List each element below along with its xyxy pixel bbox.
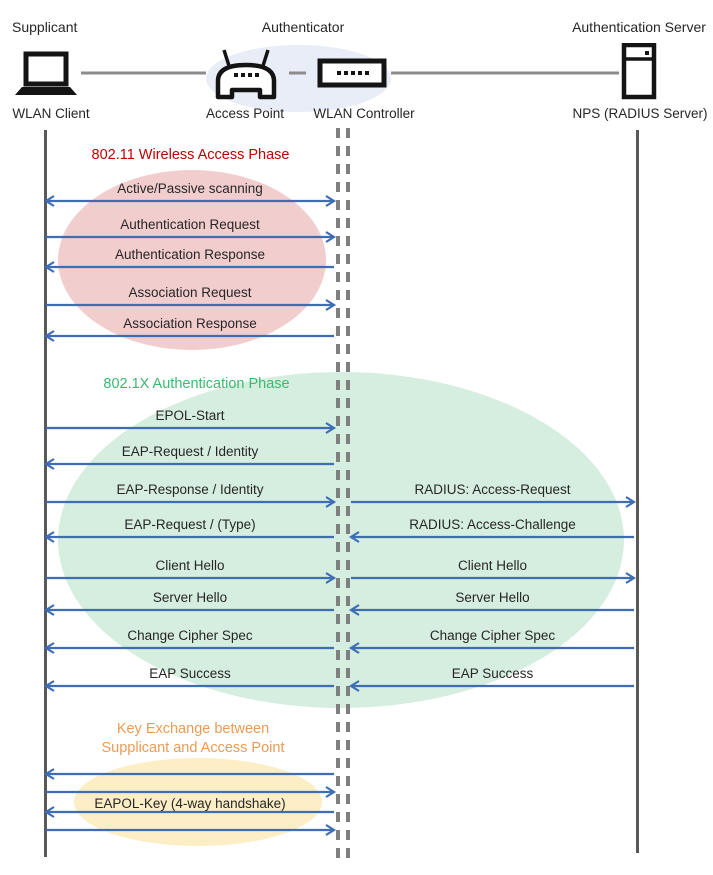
message-label: Association Request <box>128 285 252 300</box>
message-label: EAP-Request / (Type) <box>124 517 256 532</box>
device-label-wlan-client: WLAN Client <box>12 106 90 121</box>
message-label: Change Cipher Spec <box>429 628 556 643</box>
role-authenticator: Authenticator <box>261 19 345 35</box>
message-label: Server Hello <box>152 590 228 605</box>
device-label-nps-radius-server: NPS (RADIUS Server) <box>572 106 708 121</box>
device-label-wlan-controller: WLAN Controller <box>313 106 415 121</box>
message-label: EAP Success <box>149 666 231 681</box>
device-label-access-point: Access Point <box>205 106 285 121</box>
message-label: Association Response <box>123 316 257 331</box>
server-icon <box>621 43 657 100</box>
role-supplicant: Supplicant <box>12 19 78 35</box>
message-label: Authentication Request <box>120 217 260 232</box>
lifeline-radius-server <box>636 130 639 853</box>
wlan-controller-icon <box>317 58 387 88</box>
message-label: RADIUS: Access-Challenge <box>409 517 576 532</box>
message-label: Active/Passive scanning <box>117 181 263 196</box>
phase3-title: Key Exchange between Supplicant and Acce… <box>88 720 298 758</box>
message-label: EAPOL-Key (4-way handshake) <box>94 796 286 811</box>
lifeline-authenticator-dashed-right <box>346 128 350 862</box>
phase2-title: 802.1X Authentication Phase <box>103 376 290 392</box>
message-label: RADIUS: Access-Request <box>414 482 571 497</box>
phase1-title: 802.11 Wireless Access Phase <box>91 147 290 163</box>
message-label: EAP-Request / Identity <box>121 444 259 459</box>
phase3-ellipse <box>74 758 322 846</box>
message-label: Server Hello <box>455 590 530 605</box>
laptop-icon <box>15 51 77 95</box>
phase3-title-line2: Supplicant and Access Point <box>101 740 285 756</box>
lifeline-wlan-client <box>44 130 47 857</box>
message-label: Client Hello <box>457 558 528 573</box>
message-label: EAP Success <box>451 666 534 681</box>
message-label: EPOL-Start <box>155 408 225 423</box>
message-label: EAP-Response / Identity <box>116 482 264 497</box>
access-point-icon <box>215 49 277 100</box>
role-authentication-server: Authentication Server <box>572 19 706 35</box>
lifeline-authenticator-dashed-left <box>336 128 340 862</box>
message-label: Authentication Response <box>114 247 266 262</box>
phase3-title-line1: Key Exchange between <box>116 721 270 737</box>
message-label: Client Hello <box>155 558 225 573</box>
message-label: Change Cipher Spec <box>127 628 253 643</box>
